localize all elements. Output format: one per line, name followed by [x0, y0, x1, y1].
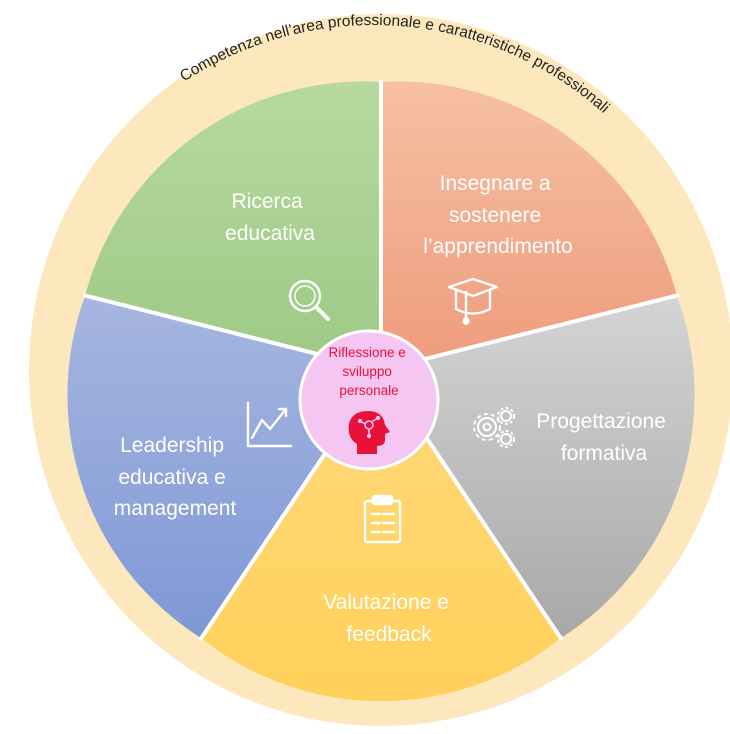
head-brain-icon [348, 411, 390, 454]
label-leadership: Leadership educativa e management [114, 434, 237, 520]
segment-progettazione-formativa [381, 296, 695, 638]
wheel-segments [67, 80, 695, 702]
clipboard-icon [363, 494, 402, 544]
center-label: Riflessione e sviluppo personale [328, 345, 409, 398]
segment-valutazione-feedback [201, 370, 561, 702]
label-valutazione-feedback: Valutazione e feedback [323, 591, 455, 646]
center-circle [298, 329, 440, 471]
line-chart-icon [246, 401, 293, 448]
label-insegnare: Insegnare a sostenere l’apprendimento [423, 172, 572, 258]
label-progettazione-formativa: Progettazione formativa [536, 410, 671, 465]
segment-ricerca-educativa [85, 81, 381, 371]
graduation-cap-icon [447, 277, 499, 325]
label-ricerca-educativa: Ricerca educativa [225, 190, 315, 245]
gears-icon [473, 407, 515, 448]
magnifier-icon [288, 279, 330, 321]
